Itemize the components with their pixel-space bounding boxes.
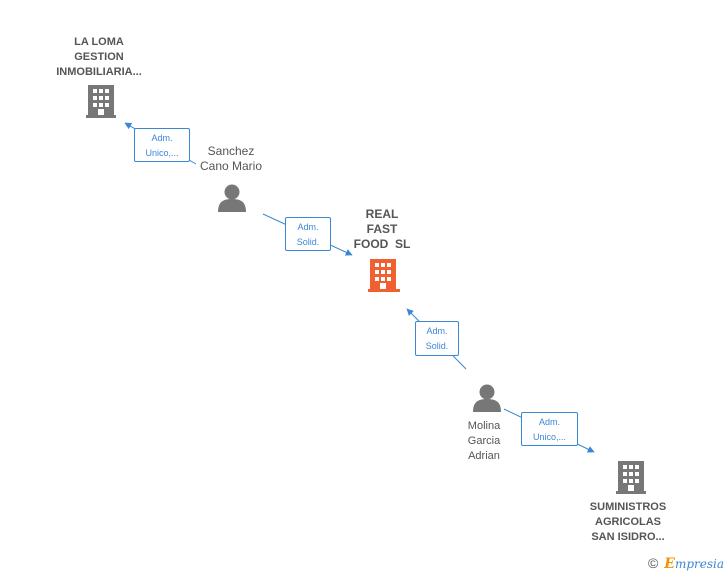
node-label-suministros[interactable]: SUMINISTROS AGRICOLAS SAN ISIDRO... xyxy=(589,501,667,543)
brand-footer: © Empresia xyxy=(648,555,724,572)
edge-label-sanchez-laloma[interactable]: Adm. Unico,... xyxy=(134,128,190,162)
person-icon[interactable] xyxy=(218,184,246,213)
node-label-la-loma[interactable]: LA LOMA GESTION INMOBILIARIA... xyxy=(56,36,142,78)
node-label-real-fast[interactable]: REAL FAST FOOD SL xyxy=(353,207,411,251)
copyright-symbol: © xyxy=(647,555,659,571)
brand-logo[interactable]: Empresia xyxy=(664,556,724,572)
edge-label-sanchez-realfast[interactable]: Adm. Solid. xyxy=(285,217,331,251)
building-icon[interactable] xyxy=(616,461,646,494)
building-icon[interactable] xyxy=(86,85,116,118)
edge-label-molina-realfast[interactable]: Adm. Solid. xyxy=(415,321,459,356)
person-icon[interactable] xyxy=(473,384,501,413)
node-label-molina[interactable]: Molina Garcia Adrian xyxy=(467,420,501,462)
building-icon[interactable] xyxy=(368,259,400,292)
edge-label-molina-suministros[interactable]: Adm. Unico,... xyxy=(521,412,578,446)
node-label-sanchez[interactable]: Sanchez Cano Mario xyxy=(199,144,263,173)
